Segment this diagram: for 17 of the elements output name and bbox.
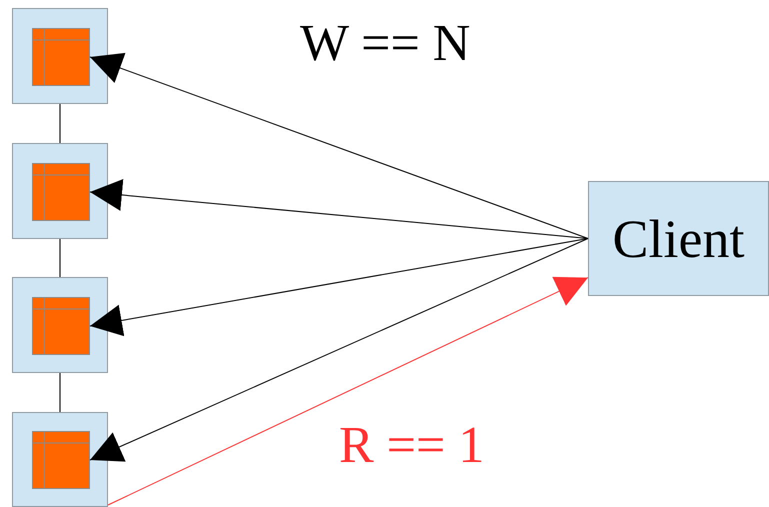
client-label: Client xyxy=(612,208,744,270)
client-box xyxy=(588,181,769,296)
read-quorum-label: R == 1 xyxy=(339,420,484,472)
server-box xyxy=(12,8,108,104)
heading-text: W == N xyxy=(300,18,470,70)
server-box xyxy=(12,412,108,507)
server-box xyxy=(12,277,108,373)
table-block xyxy=(32,163,90,221)
arrow xyxy=(90,179,588,239)
arrow xyxy=(90,52,588,239)
table-block xyxy=(32,431,90,489)
server-box xyxy=(12,143,108,239)
arrow xyxy=(90,238,588,462)
arrow xyxy=(108,276,588,506)
arrow xyxy=(90,238,588,336)
table-block xyxy=(32,297,90,355)
table-block xyxy=(32,28,90,86)
